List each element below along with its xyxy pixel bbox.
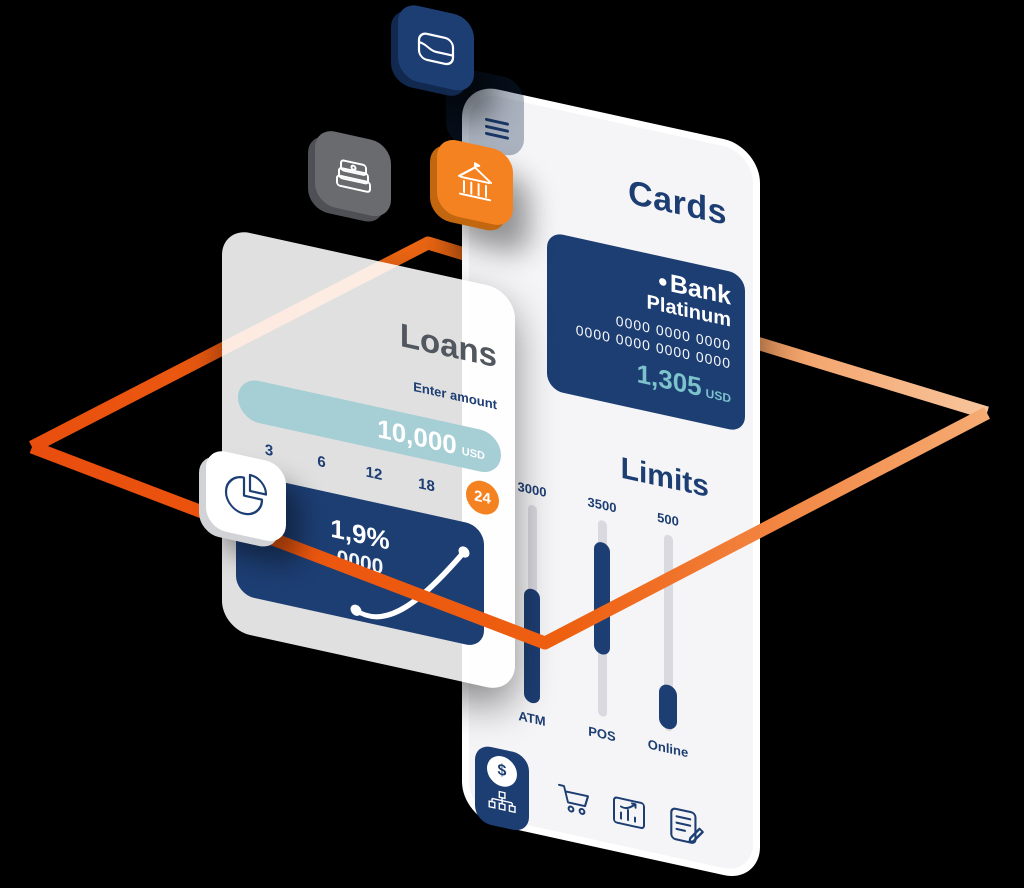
nav-item-tasks[interactable] [665, 801, 707, 852]
hierarchy-icon [488, 790, 516, 814]
nav-item-shop[interactable] [553, 775, 595, 824]
wallet-icon [417, 32, 455, 66]
pie-chart-icon [224, 473, 268, 516]
shopping-cart-icon [558, 783, 589, 815]
cash-stack-icon [336, 159, 371, 193]
bank-icon [458, 162, 492, 202]
phone-screen: Cards ●Bank Platinum 0000 0000 0000 0000… [469, 90, 753, 875]
bank-app-icon[interactable] [437, 136, 513, 229]
nav-item-transfers-selected[interactable]: $ [475, 743, 529, 834]
checklist-icon [670, 807, 704, 844]
nav-item-statistics[interactable] [608, 788, 650, 837]
wallet-app-icon[interactable] [398, 1, 474, 95]
phone-mockup: Cards ●Bank Platinum 0000 0000 0000 0000… [462, 81, 760, 884]
cash-app-icon[interactable] [315, 127, 391, 220]
analytics-app-icon[interactable] [206, 447, 286, 545]
bar-chart-icon [613, 796, 645, 830]
